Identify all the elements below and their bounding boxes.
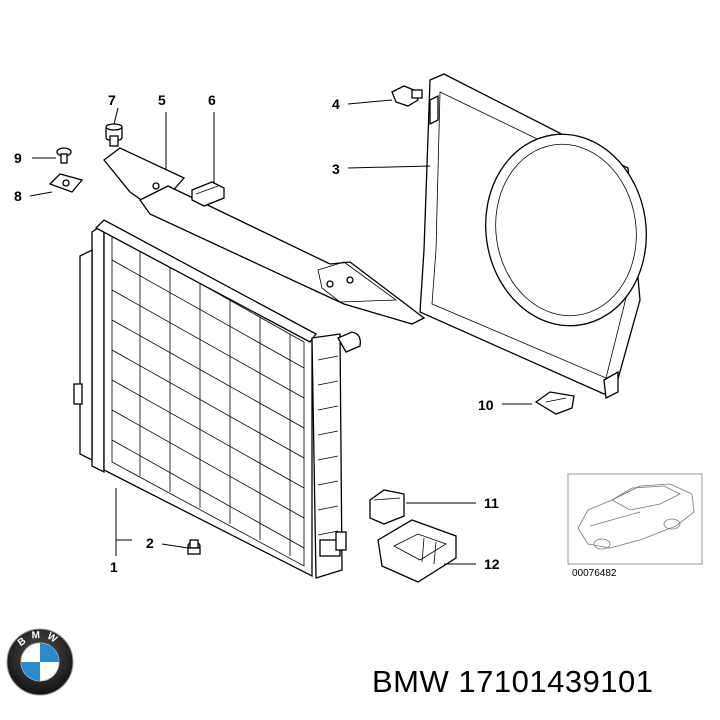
bracket-part-11 <box>369 489 405 525</box>
vehicle-thumbnail: 00076482 <box>567 473 703 579</box>
thumbnail-reference: 00076482 <box>572 568 617 579</box>
support-bracket-part <box>103 147 426 325</box>
screw-part-9 <box>56 147 72 164</box>
rubber-mount-part <box>105 123 123 147</box>
fan-shroud-part <box>419 73 647 399</box>
leader-lines <box>29 99 532 565</box>
part-number-caption: BMW 17101439101 <box>372 664 654 699</box>
radiator-part <box>73 219 361 579</box>
callout-12: 12 <box>484 556 500 572</box>
callout-labels: 7 5 6 4 3 9 8 10 11 12 2 1 <box>14 92 500 575</box>
bracket-part-12 <box>377 519 457 583</box>
clip-part-6 <box>191 181 225 207</box>
callout-7: 7 <box>108 92 116 108</box>
callout-11: 11 <box>484 495 499 511</box>
callout-1: 1 <box>110 559 118 575</box>
expanding-rivet-part <box>391 85 423 107</box>
bmw-roundel-icon: BMW <box>6 628 74 696</box>
callout-10: 10 <box>478 397 494 413</box>
clip-part-10 <box>534 391 575 415</box>
callout-4: 4 <box>332 96 340 112</box>
callout-5: 5 <box>158 92 166 108</box>
callout-3: 3 <box>332 161 340 177</box>
callout-8: 8 <box>14 188 22 204</box>
callout-6: 6 <box>208 92 216 108</box>
callout-2: 2 <box>146 535 154 551</box>
callout-9: 9 <box>14 150 22 166</box>
car-outline-icon <box>577 483 695 550</box>
screw-part-2 <box>187 539 201 555</box>
clip-nut-part <box>48 173 84 193</box>
